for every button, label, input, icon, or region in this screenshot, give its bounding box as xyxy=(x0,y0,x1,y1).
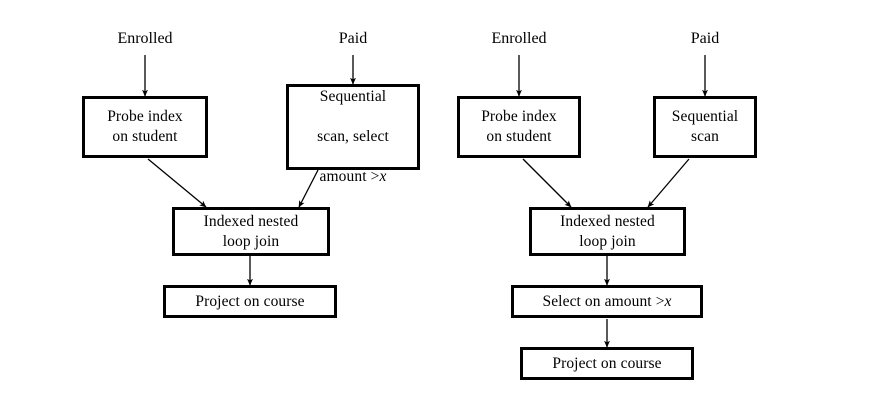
relation-label-text: Enrolled xyxy=(491,30,547,47)
node-indexed-nested-loop-join-left[interactable]: Indexed nested loop join xyxy=(172,207,330,256)
node-project-on-course-left[interactable]: Project on course xyxy=(163,285,337,318)
node-project-on-course-right[interactable]: Project on course xyxy=(520,347,694,380)
node-label-line-3: amount xyxy=(319,167,371,185)
arrow-probe-to-join-left xyxy=(147,158,207,208)
node-label: Select on amount >x xyxy=(538,292,675,312)
node-indexed-nested-loop-join-right[interactable]: Indexed nested loop join xyxy=(529,207,686,256)
node-label: Sequential scan, select amount >x xyxy=(313,68,393,187)
node-sequential-scan-select-left[interactable]: Sequential scan, select amount >x xyxy=(286,84,420,185)
node-label: Indexed nested loop join xyxy=(560,212,655,250)
relation-label-text: Paid xyxy=(690,30,720,47)
relation-label-text: Enrolled xyxy=(117,30,173,47)
node-label: Sequential scan xyxy=(671,108,739,145)
variable-x: x xyxy=(664,292,672,310)
arrow-seqscan-to-join-right xyxy=(647,158,690,208)
relation-label-enrolled-left: Enrolled xyxy=(95,30,195,48)
node-probe-index-on-student-right[interactable]: Probe index on student xyxy=(457,96,581,158)
relation-label-text: Paid xyxy=(338,30,368,47)
node-label: Probe index on student xyxy=(107,108,183,145)
variable-x: x xyxy=(379,167,387,185)
node-label-line-2: scan, select xyxy=(317,128,389,145)
greater-than-sign: > xyxy=(370,167,380,185)
node-select-on-amount-right[interactable]: Select on amount >x xyxy=(511,285,703,318)
node-label: Project on course xyxy=(552,354,662,372)
relation-label-paid-left: Paid xyxy=(313,30,393,48)
node-label-prefix: Select on amount xyxy=(542,292,656,310)
relation-label-paid-right: Paid xyxy=(665,30,745,48)
node-label: Project on course xyxy=(195,292,305,310)
node-label: Probe index on student xyxy=(481,108,557,145)
greater-than-sign: > xyxy=(655,292,665,310)
node-sequential-scan-right[interactable]: Sequential scan xyxy=(653,96,757,158)
node-label: Indexed nested loop join xyxy=(203,212,299,250)
node-probe-index-on-student-left[interactable]: Probe index on student xyxy=(82,96,208,158)
node-label-line-1: Sequential xyxy=(319,88,387,106)
arrow-probe-to-join-right xyxy=(522,158,572,208)
relation-label-enrolled-right: Enrolled xyxy=(469,30,569,48)
